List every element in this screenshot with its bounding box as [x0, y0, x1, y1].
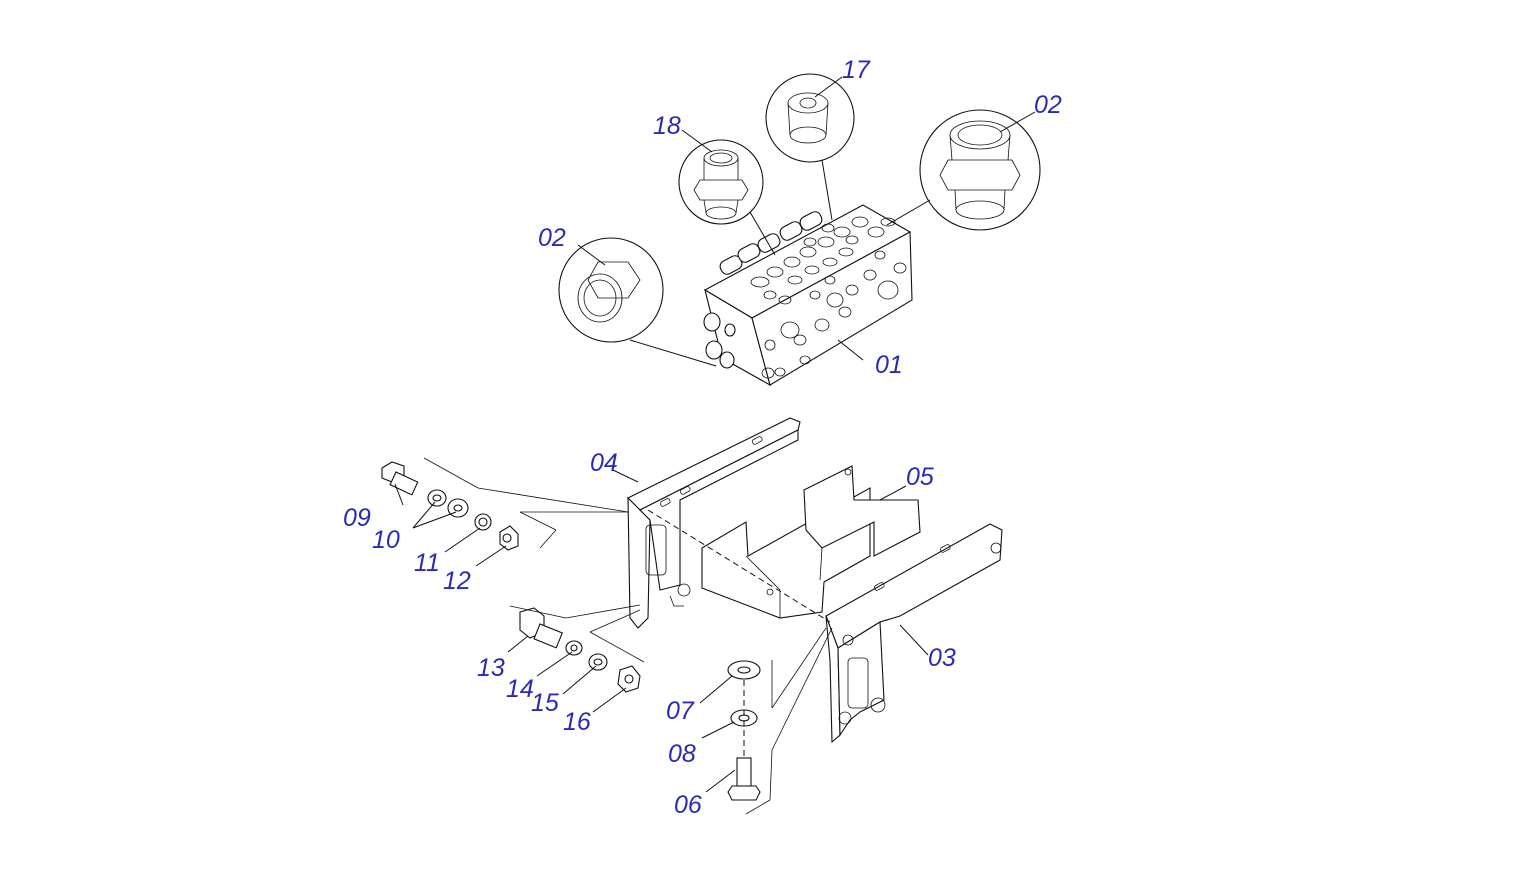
callout-02-right: 02 — [1034, 91, 1062, 119]
callout-01: 01 — [875, 351, 903, 379]
callout-18: 18 — [653, 112, 681, 140]
detail-circle-18 — [678, 139, 776, 256]
valve-block — [703, 204, 913, 387]
callout-17: 17 — [842, 56, 871, 84]
callout-11: 11 — [414, 549, 440, 577]
callout-14: 14 — [506, 675, 534, 703]
callout-10: 10 — [372, 526, 400, 554]
callout-15: 15 — [531, 689, 559, 717]
callout-13: 13 — [477, 654, 505, 682]
hardware-13-16 — [509, 604, 645, 693]
detail-circle-02-right — [886, 109, 1041, 231]
bracket-04 — [627, 417, 801, 629]
tray-05 — [701, 465, 921, 619]
leader-lines — [394, 76, 1036, 793]
callout-07: 07 — [666, 697, 695, 725]
callout-03: 03 — [928, 644, 956, 672]
callout-06: 06 — [674, 791, 702, 819]
callout-02-left: 02 — [538, 224, 566, 252]
callout-12: 12 — [443, 567, 471, 595]
alignment-dash-line — [647, 509, 831, 623]
detail-circle-02-left — [558, 237, 717, 367]
callout-09: 09 — [343, 504, 371, 532]
bracket-03 — [825, 523, 1003, 744]
detail-circle-17 — [765, 73, 855, 221]
callout-16: 16 — [563, 708, 591, 736]
hardware-09-12 — [381, 457, 629, 551]
callout-05: 05 — [906, 463, 934, 491]
callout-04: 04 — [590, 449, 618, 477]
hardware-06-08 — [727, 627, 833, 815]
callout-08: 08 — [668, 740, 696, 768]
